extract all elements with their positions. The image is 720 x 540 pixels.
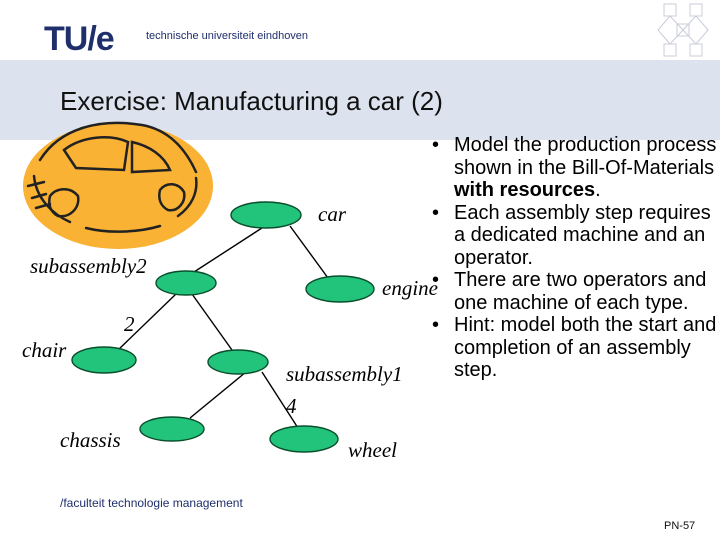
node-subassembly2	[155, 270, 217, 296]
label-chair-qty: 2	[124, 312, 135, 336]
node-engine	[305, 275, 375, 303]
label-engine: engine	[382, 276, 438, 300]
node-subassembly1	[207, 349, 269, 375]
label-subassembly2: subassembly2	[30, 254, 147, 278]
corner-ornament-icon	[657, 3, 709, 57]
label-subassembly1: subassembly1	[286, 362, 403, 386]
bullet-list: • Model the production process shown in …	[430, 134, 720, 382]
label-wheel-qty: 4	[286, 394, 297, 418]
bullet-item: • Model the production process shown in …	[432, 134, 717, 201]
slide-title: Exercise: Manufacturing a car (2)	[60, 86, 443, 116]
bullet-dot: •	[432, 201, 440, 224]
footer-text: /faculteit technologie management	[60, 496, 243, 510]
bullet-dot: •	[432, 134, 440, 156]
university-name: technische universiteit eindhoven	[146, 30, 309, 42]
page-number: PN-57	[664, 520, 696, 532]
label-chassis: chassis	[60, 428, 121, 452]
bullet-dot: •	[432, 269, 440, 291]
node-wheel	[269, 425, 339, 453]
bullet-dot: •	[432, 314, 440, 336]
tue-logo: TU/e	[44, 20, 115, 58]
node-car	[230, 201, 302, 229]
bullet-item: • Hint: model both the start and complet…	[432, 314, 717, 381]
car-illustration-icon	[23, 121, 213, 249]
header: TU/e technische universiteit eindhoven	[0, 0, 720, 60]
label-wheel: wheel	[348, 438, 397, 462]
bullet-item: • There are two operators and one machin…	[432, 269, 707, 314]
label-car: car	[318, 202, 346, 226]
bullet-item: • Each assembly step requires a dedicate…	[432, 201, 711, 269]
node-chair	[71, 346, 137, 374]
label-chair: chair	[22, 338, 67, 362]
node-chassis	[139, 416, 205, 442]
